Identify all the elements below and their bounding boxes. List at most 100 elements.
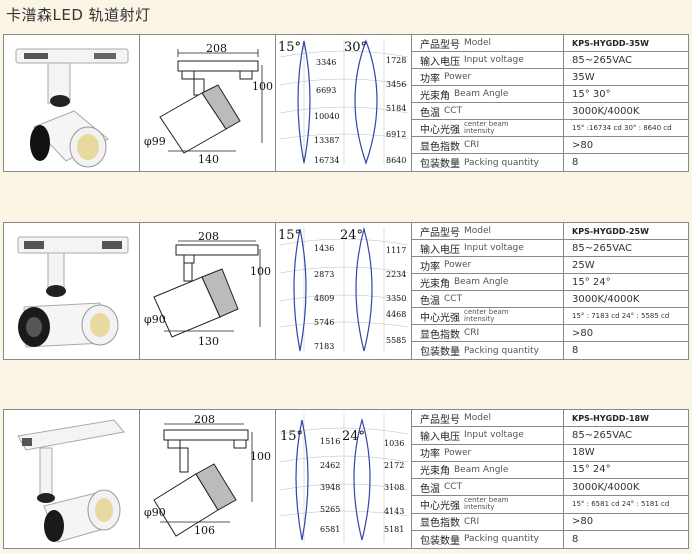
label-cct-zh: 色温 (420, 295, 440, 307)
label-power-zh: 功率 (420, 449, 440, 461)
beam-right-value: 1117 (386, 246, 406, 255)
beam-left-value: 7183 (314, 342, 334, 351)
value-beam: 15° 30° (572, 88, 611, 100)
value-packing: 8 (572, 157, 579, 168)
label-packing-en: Packing quantity (464, 157, 539, 168)
label-beam-en: Beam Angle (454, 464, 509, 475)
beam-left-value: 6581 (320, 525, 340, 534)
value-packing: 8 (572, 533, 579, 545)
track-light-photo-icon (17, 419, 125, 543)
track-light-photo-icon (17, 236, 129, 348)
dim-width: 208 (198, 230, 219, 243)
beam-angle-right: 30° (344, 40, 367, 55)
beam-right-value: 5184 (386, 104, 406, 113)
dim-height: 100 (250, 450, 271, 463)
label-voltage-zh: 输入电压 (420, 431, 460, 443)
label-power-en: Power (444, 72, 472, 82)
beam-right-value: 3350 (386, 294, 406, 303)
label-intensity-zh: 中心光强 (420, 124, 460, 136)
value-voltage: 85~265VAC (572, 429, 633, 441)
beam-right-value: 1036 (384, 439, 404, 448)
dim-diameter: φ90 (144, 506, 166, 519)
beam-left-value: 16734 (314, 156, 339, 165)
label-power-en: Power (444, 447, 472, 458)
label-model-zh: 产品型号 (420, 39, 460, 51)
value-cri: >80 (572, 139, 594, 151)
label-beam-zh: 光束角 (420, 466, 450, 478)
dim-depth: 106 (194, 524, 215, 537)
beam-right-value: 5585 (386, 336, 406, 345)
label-cri-zh: 显色指数 (420, 329, 460, 341)
label-intensity-zh: 中心光强 (420, 312, 460, 324)
value-cri: >80 (572, 516, 594, 528)
beam-angle-left: 15° (278, 40, 301, 55)
label-packing-zh: 包装数量 (420, 159, 460, 170)
dim-width: 208 (194, 413, 215, 426)
dimension-drawing: 208 100 φ90 130 (140, 223, 276, 359)
beam-right-value: 4468 (386, 310, 406, 319)
value-voltage: 85~265VAC (572, 242, 633, 254)
label-voltage-en: Input voltage (464, 55, 524, 65)
beam-right-value: 8640 (386, 156, 406, 165)
label-packing-zh: 包装数量 (420, 535, 460, 547)
label-cct-en: CCT (444, 106, 463, 116)
label-beam-zh: 光束角 (420, 90, 450, 102)
product-block-25w: 208 100 φ90 130 15° 24° 1436 (3, 222, 689, 360)
label-model-zh: 产品型号 (420, 227, 460, 239)
value-model: KPS-HYGDD-25W (572, 226, 649, 236)
label-beam-en: Beam Angle (454, 89, 509, 99)
beam-left-value: 4809 (314, 294, 334, 303)
value-cct: 3000K/4000K (572, 105, 640, 117)
value-intensity: 15° : 7183 cd 24° : 5585 cd (572, 312, 670, 320)
label-voltage-en: Input voltage (464, 430, 524, 441)
beam-right-value: 3108 (384, 483, 404, 492)
spec-table: 产品型号 Model KPS-HYGDD-35W 输入电压 Input voltage… (412, 35, 688, 171)
label-cct-en: CCT (444, 482, 463, 493)
track-light-photo-icon (15, 48, 129, 168)
label-power-zh: 功率 (420, 73, 440, 85)
label-power-en: Power (444, 260, 472, 270)
label-intensity-en: center beam intensity (464, 308, 509, 323)
beam-left-value: 10040 (314, 112, 339, 121)
beam-left-value: 5746 (314, 318, 334, 327)
beam-left-value: 2873 (314, 270, 334, 279)
label-cri-en: CRI (464, 140, 480, 150)
beam-right-value: 2172 (384, 461, 404, 470)
beam-angle-diagram: 15° 24° 1516 2462 3948 5265 6581 1036 21… (276, 410, 412, 548)
label-cct-zh: 色温 (420, 483, 440, 495)
value-power: 25W (572, 259, 595, 271)
label-beam-en: Beam Angle (454, 277, 509, 287)
label-intensity-en: center beam intensity (464, 120, 509, 135)
beam-right-value: 2234 (386, 270, 406, 279)
beam-right-value: 5181 (384, 525, 404, 534)
beam-right-value: 3456 (386, 80, 406, 89)
dim-height: 100 (252, 80, 273, 93)
dim-diameter: φ90 (144, 313, 166, 326)
value-model: KPS-HYGDD-35W (572, 38, 649, 48)
beam-angle-right: 24° (340, 228, 363, 243)
label-voltage-zh: 输入电压 (420, 56, 460, 68)
label-cri-zh: 显色指数 (420, 518, 460, 530)
dimension-drawing: 208 100 φ99 140 (140, 35, 276, 171)
beam-left-value: 1436 (314, 244, 334, 253)
label-beam-zh: 光束角 (420, 278, 450, 290)
label-model-en: Model (464, 226, 492, 236)
label-cri-en: CRI (464, 516, 480, 527)
beam-left-value: 2462 (320, 461, 340, 470)
dim-width: 208 (206, 42, 227, 55)
beam-angle-left: 15° (278, 228, 301, 243)
value-intensity: 15° : 6581 cd 24° : 5181 cd (572, 500, 670, 509)
dim-depth: 140 (198, 153, 219, 166)
value-intensity: 15° :16734 cd 30° : 8640 cd (572, 124, 672, 132)
label-voltage-en: Input voltage (464, 243, 524, 253)
page-title: 卡潽森LED 轨道射灯 (6, 6, 151, 24)
value-beam: 15° 24° (572, 464, 611, 476)
label-cri-en: CRI (464, 328, 480, 338)
beam-angle-diagram: 15° 24° 1436 2873 4809 5746 7183 1117 22… (276, 223, 412, 359)
label-cct-en: CCT (444, 294, 463, 304)
label-intensity-zh: 中心光强 (420, 500, 460, 512)
beam-left-value: 5265 (320, 505, 340, 514)
label-model-en: Model (464, 38, 492, 48)
beam-angle-diagram: 15° 30° 3346 6693 10040 13387 16734 1728… (276, 35, 412, 171)
